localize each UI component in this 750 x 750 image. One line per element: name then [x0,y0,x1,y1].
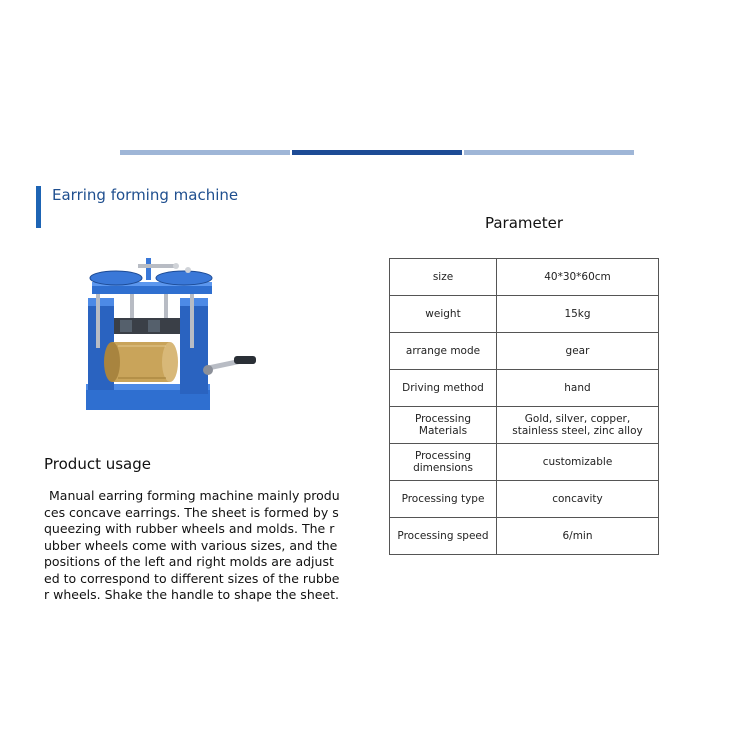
table-row: Processing dimensions customizable [389,443,659,481]
parameter-table: size 40*30*60cm weight 15kg arrange mode… [389,258,659,555]
table-row: Processing type concavity [389,480,659,518]
table-row: size 40*30*60cm [389,258,659,296]
param-value: 6/min [496,517,659,555]
table-row: Driving method hand [389,369,659,407]
param-label: Processing Materials [389,406,497,444]
param-label: Processing speed [389,517,497,555]
table-row: Processing Materials Gold, silver, coppe… [389,406,659,444]
param-value: 40*30*60cm [496,258,659,296]
param-label: Processing dimensions [389,443,497,481]
earring-forming-machine-image [86,258,256,410]
parameter-heading: Parameter [484,214,564,232]
decor-bar-left [120,150,290,155]
param-value: gear [496,332,659,370]
param-value: 15kg [496,295,659,333]
table-row: Processing speed 6/min [389,517,659,555]
decor-bar-right [464,150,634,155]
product-usage-heading: Product usage [44,455,151,473]
param-label: arrange mode [389,332,497,370]
param-label: Processing type [389,480,497,518]
param-label: Driving method [389,369,497,407]
param-label: size [389,258,497,296]
param-value: hand [496,369,659,407]
param-value: Gold, silver, copper, stainless steel, z… [496,406,659,444]
table-row: arrange mode gear [389,332,659,370]
param-value: customizable [496,443,659,481]
param-value: concavity [496,480,659,518]
table-row: weight 15kg [389,295,659,333]
decor-bar-center [292,150,462,155]
param-label: weight [389,295,497,333]
product-usage-text: Manual earring forming machine mainly pr… [44,488,340,602]
title-accent-bar [36,186,41,228]
page-title: Earring forming machine [52,186,239,204]
